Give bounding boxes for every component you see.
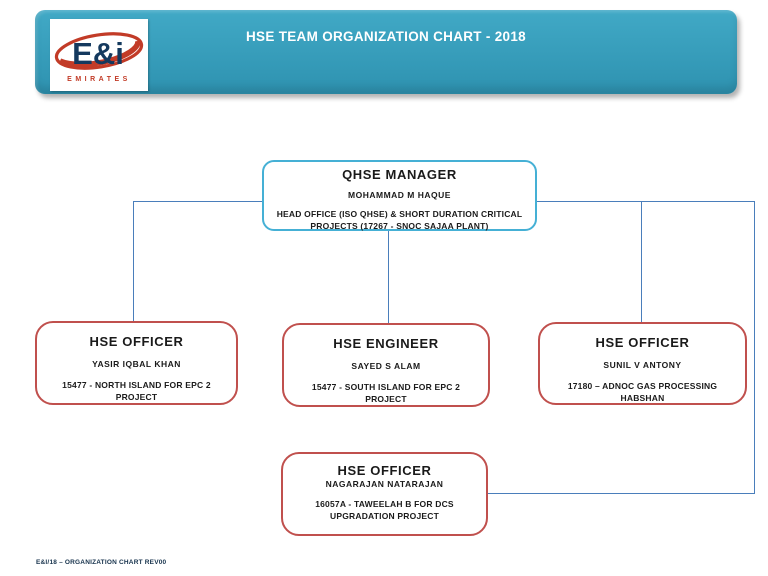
node-person-name: SAYED S ALAM bbox=[351, 361, 421, 371]
connector-drop-right-officer bbox=[641, 201, 643, 322]
node-assignment: 15477 - SOUTH ISLAND FOR EPC 2 PROJECT bbox=[311, 382, 461, 405]
node-assignment: 16057A - TAWEELAH B FOR DCS UPGRADATION … bbox=[315, 499, 454, 522]
node-assignment: 17180 – ADNOC GAS PROCESSING HABSHAN bbox=[567, 381, 718, 404]
connector-drop-mid-engineer bbox=[388, 230, 390, 323]
node-person-name: MOHAMMAD M HAQUE bbox=[348, 190, 451, 200]
connector-bottom-officer-branch bbox=[488, 493, 755, 495]
logo-main-text: E&i bbox=[72, 36, 124, 71]
node-role-title: HSE OFFICER bbox=[337, 463, 432, 478]
connector-drop-left-officer bbox=[133, 201, 135, 321]
org-node-qhse-manager: QHSE MANAGER MOHAMMAD M HAQUE HEAD OFFIC… bbox=[262, 160, 537, 231]
connector-drop-bottom-officer bbox=[754, 201, 756, 494]
org-node-hse-officer-left: HSE OFFICER YASIR IQBAL KHAN 15477 - NOR… bbox=[35, 321, 238, 405]
org-node-hse-engineer: HSE ENGINEER SAYED S ALAM 15477 - SOUTH … bbox=[282, 323, 490, 407]
company-logo: E&i EMIRATES bbox=[50, 19, 148, 91]
node-assignment: 15477 - NORTH ISLAND FOR EPC 2 PROJECT bbox=[62, 380, 211, 403]
node-role-title: QHSE MANAGER bbox=[342, 167, 457, 182]
page-title: HSE TEAM ORGANIZATION CHART - 2018 bbox=[246, 29, 526, 44]
node-assignment: HEAD OFFICE (ISO QHSE) & SHORT DURATION … bbox=[276, 209, 523, 232]
org-node-hse-officer-bottom: HSE OFFICER NAGARAJAN NATARAJAN 16057A -… bbox=[281, 452, 488, 536]
connector-manager-to-right bbox=[536, 201, 755, 203]
node-role-title: HSE OFFICER bbox=[595, 335, 690, 350]
node-person-name: SUNIL V ANTONY bbox=[603, 360, 682, 370]
eni-emirates-logo-icon: E&i EMIRATES bbox=[54, 32, 144, 83]
document-reference: E&I/18 – ORGANIZATION CHART REV00 bbox=[36, 559, 167, 566]
logo-sub-text: EMIRATES bbox=[67, 76, 131, 83]
org-node-hse-officer-right: HSE OFFICER SUNIL V ANTONY 17180 – ADNOC… bbox=[538, 322, 747, 405]
header-banner: E&i EMIRATES HSE TEAM ORGANIZATION CHART… bbox=[35, 10, 737, 94]
node-role-title: HSE ENGINEER bbox=[333, 336, 439, 351]
node-person-name: YASIR IQBAL KHAN bbox=[92, 359, 181, 369]
connector-manager-to-left bbox=[133, 201, 263, 203]
node-role-title: HSE OFFICER bbox=[89, 334, 184, 349]
node-person-name: NAGARAJAN NATARAJAN bbox=[325, 479, 444, 489]
